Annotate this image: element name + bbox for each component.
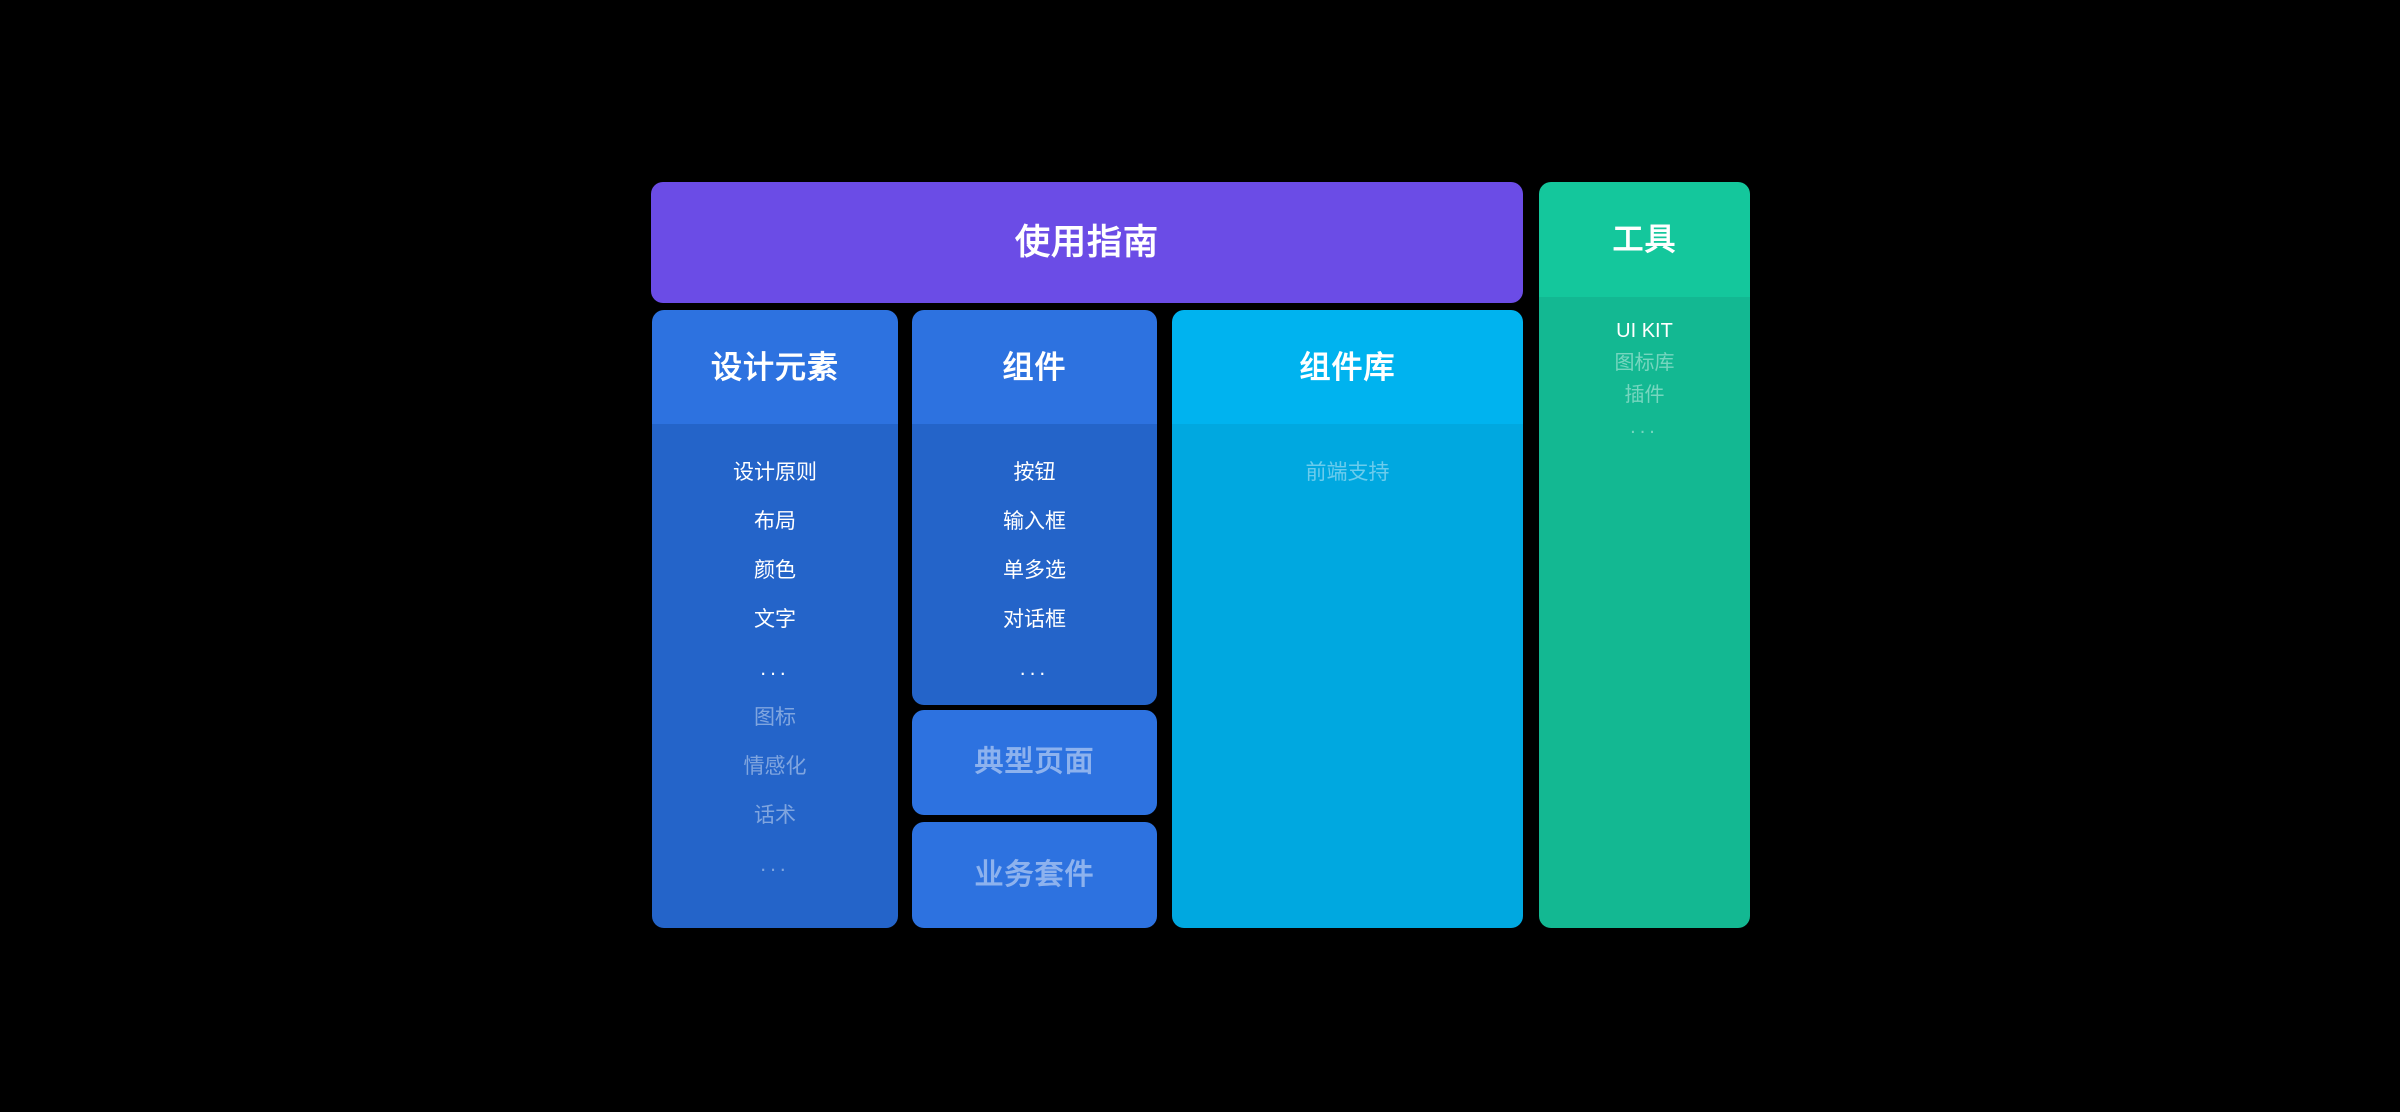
column-component-library[interactable]: 组件库 前端支持	[1172, 310, 1523, 928]
list-item-ellipsis: ...	[760, 657, 790, 680]
column-header-tools: 工具	[1539, 182, 1750, 297]
list-item[interactable]: 话术	[754, 804, 796, 827]
column-body-components: 按钮 输入框 单多选 对话框 ...	[912, 424, 1157, 705]
card-label-typical-pages: 典型页面	[974, 746, 1095, 778]
list-item[interactable]: 插件	[1624, 384, 1665, 406]
column-body-design-elements: 设计原则 布局 颜色 文字 ... 图标 情感化 话术 ...	[652, 424, 898, 928]
list-item[interactable]: 情感化	[743, 755, 807, 778]
list-item[interactable]: 对话框	[1003, 608, 1066, 631]
list-item[interactable]: UI KIT	[1616, 320, 1673, 342]
list-item[interactable]: 单多选	[1003, 559, 1066, 582]
column-header-component-library: 组件库	[1172, 310, 1523, 424]
list-item-ellipsis: ...	[1630, 416, 1659, 438]
card-business-suite[interactable]: 业务套件	[912, 822, 1157, 928]
list-item[interactable]: 前端支持	[1305, 461, 1390, 484]
column-components[interactable]: 组件 按钮 输入框 单多选 对话框 ...	[912, 310, 1157, 705]
column-header-components: 组件	[912, 310, 1157, 424]
list-item[interactable]: 输入框	[1003, 510, 1066, 533]
list-item[interactable]: 布局	[754, 510, 796, 533]
column-design-elements[interactable]: 设计元素 设计原则 布局 颜色 文字 ... 图标 情感化 话术 ...	[652, 310, 898, 928]
list-item-ellipsis: ...	[760, 853, 790, 876]
banner-title: 使用指南	[1014, 223, 1159, 262]
list-item[interactable]: 按钮	[1013, 461, 1056, 484]
column-title-design-elements: 设计元素	[711, 349, 839, 385]
list-item[interactable]: 颜色	[754, 559, 796, 582]
list-item[interactable]: 文字	[754, 608, 796, 631]
column-header-design-elements: 设计元素	[652, 310, 898, 424]
column-title-component-library: 组件库	[1299, 349, 1396, 385]
column-body-tools: UI KIT 图标库 插件 ...	[1539, 297, 1750, 928]
column-title-tools: 工具	[1612, 222, 1677, 257]
list-item[interactable]: 设计原则	[733, 461, 817, 484]
list-item-ellipsis: ...	[1019, 657, 1050, 680]
list-item[interactable]: 图标	[754, 706, 796, 729]
column-body-component-library: 前端支持	[1172, 424, 1523, 928]
column-tools[interactable]: 工具 UI KIT 图标库 插件 ...	[1539, 182, 1750, 928]
column-title-components: 组件	[1002, 349, 1067, 385]
list-item[interactable]: 图标库	[1614, 352, 1675, 374]
card-label-business-suite: 业务套件	[974, 858, 1095, 891]
card-typical-pages[interactable]: 典型页面	[912, 710, 1157, 815]
banner-usage-guide[interactable]: 使用指南	[651, 182, 1523, 303]
